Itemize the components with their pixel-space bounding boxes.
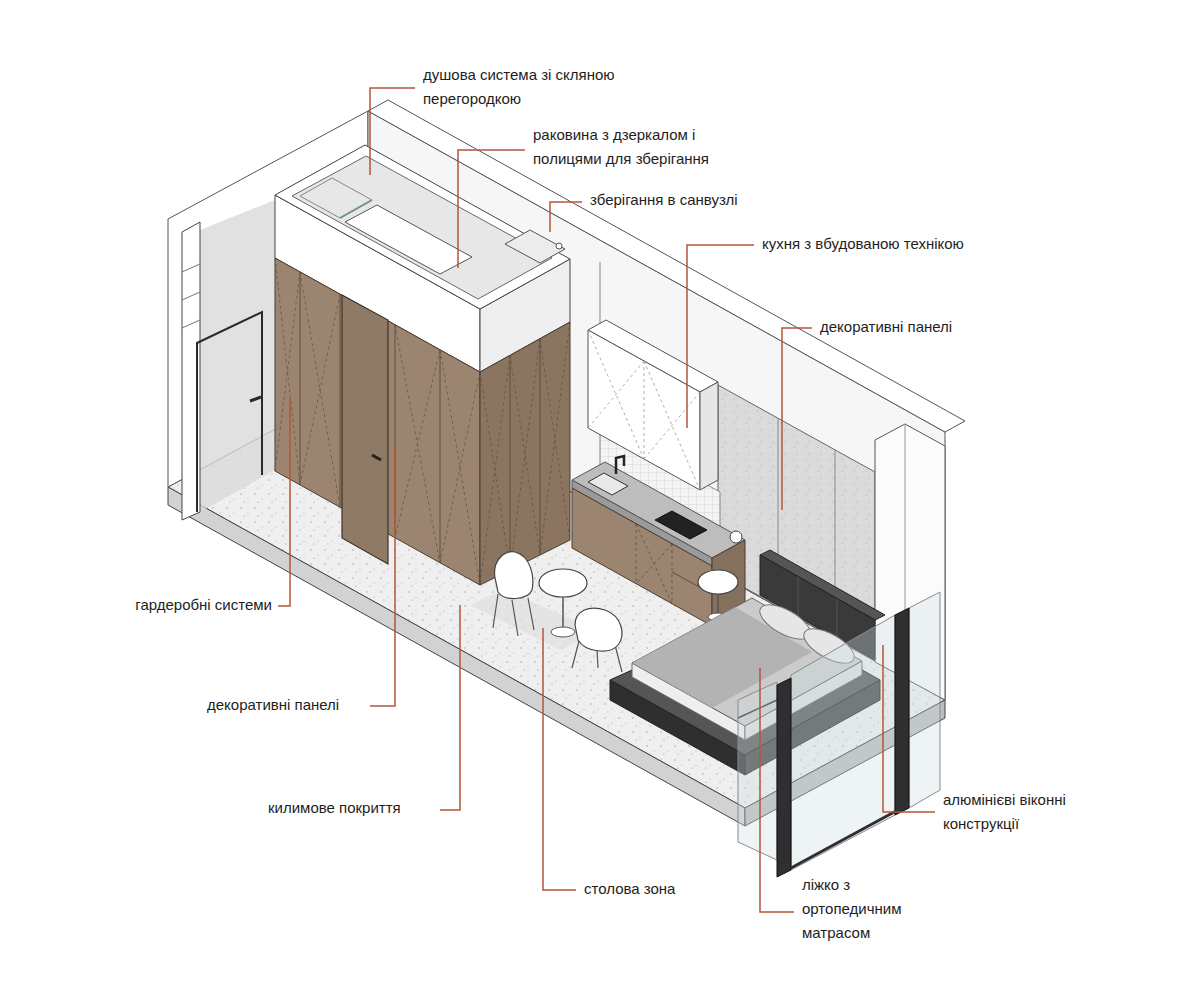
callout-anchor: алюмінієві віконні конструкції xyxy=(943,788,1093,836)
dining-set-part xyxy=(698,570,738,594)
wardrobe-bathroom-block-part xyxy=(342,295,388,564)
callout-anchor: зберігання в санвузлі xyxy=(590,188,738,212)
leader-lines-part xyxy=(278,398,290,606)
dining-set-part xyxy=(717,594,719,615)
wardrobe-bathroom-block-part xyxy=(275,258,570,585)
callout-label: кухня з вбудованою технікою xyxy=(762,232,964,256)
leader-lines-part xyxy=(458,150,525,268)
bathroom-top-view-part xyxy=(345,205,472,274)
callout-anchor: раковина з дзеркалом і полицями для збер… xyxy=(533,123,753,171)
aluminium-window-part xyxy=(791,804,909,868)
aluminium-window-part xyxy=(738,700,777,718)
dining-set-part xyxy=(495,552,533,599)
callout-anchor: декоративні панелі xyxy=(820,315,952,339)
leader-lines-part xyxy=(370,88,415,175)
aluminium-window-part xyxy=(777,678,791,877)
callout-anchor: душова система зі скляною перегородкою xyxy=(423,63,623,111)
callout-label: раковина з дзеркалом і полицями для збер… xyxy=(533,123,753,171)
leader-lines-part xyxy=(782,328,812,510)
leader-lines-part xyxy=(550,202,582,232)
leader-lines-part xyxy=(440,605,460,810)
aluminium-window-part xyxy=(791,615,895,870)
dining-set-part xyxy=(539,569,587,597)
aluminium-window-part xyxy=(909,592,940,808)
wardrobe-bathroom-block-part xyxy=(275,258,480,585)
callout-label: гардеробні системи xyxy=(135,593,272,617)
bathroom-top-view-part xyxy=(275,145,570,309)
callout-label: зберігання в санвузлі xyxy=(590,188,738,212)
kitchen xyxy=(572,320,745,626)
dining-set-part xyxy=(562,597,564,630)
bathroom-top-view-part xyxy=(556,243,562,249)
kitchen-part xyxy=(616,456,624,474)
kitchen-part xyxy=(655,511,707,539)
leader-lines-part xyxy=(687,245,754,428)
dining-set-part xyxy=(575,608,622,651)
callout-anchor: столова зона xyxy=(584,877,675,901)
kitchen-part xyxy=(700,382,718,490)
leader-lines-part xyxy=(543,628,576,890)
entrance-wall-part xyxy=(200,200,275,512)
callout-label: ліжко з ортопедичним матрасом xyxy=(802,873,922,945)
leader-lines-part xyxy=(883,645,935,812)
callout-anchor: килимове покриття xyxy=(268,796,401,820)
wardrobe-bathroom-block-part xyxy=(372,455,381,460)
leader-lines-part xyxy=(760,668,794,912)
kitchen-part xyxy=(636,524,672,604)
bathroom-top-view xyxy=(275,145,570,309)
callout-label: декоративні панелі xyxy=(820,315,952,339)
callout-anchor: декоративні панелі xyxy=(207,693,339,717)
callout-label: душова система зі скляною перегородкою xyxy=(423,63,623,111)
kitchen-part xyxy=(588,473,628,495)
bathroom-top-view-part xyxy=(300,178,372,218)
callout-label: алюмінієві віконні конструкції xyxy=(943,788,1093,836)
dining-set-part xyxy=(493,594,534,636)
aluminium-window xyxy=(738,592,940,877)
entrance-wall-part xyxy=(197,312,262,512)
callout-label: килимове покриття xyxy=(268,796,401,820)
callout-anchor: кухня з вбудованою технікою xyxy=(762,232,964,256)
wardrobe-bathroom-block-part xyxy=(300,272,540,570)
leader-lines-part xyxy=(370,447,395,706)
callout-anchor: гардеробні системи xyxy=(135,593,272,617)
callout-label: столова зона xyxy=(584,877,675,901)
entrance-wall-part xyxy=(182,264,200,328)
back-wall-part xyxy=(600,262,601,330)
leader-lines xyxy=(278,88,935,912)
callout-label: декоративні панелі xyxy=(207,693,339,717)
aluminium-window-part xyxy=(895,608,909,815)
dining-set-part xyxy=(730,531,742,543)
callout-anchor: ліжко з ортопедичним матрасом xyxy=(802,873,922,945)
kitchen-part xyxy=(572,488,712,626)
aluminium-window-part xyxy=(738,682,777,860)
dining-set-part xyxy=(551,627,575,637)
entrance-wall-part xyxy=(250,397,261,401)
bathroom-top-view-part xyxy=(505,230,565,263)
bathroom-top-view-part xyxy=(292,156,552,299)
wardrobe-bathroom-block xyxy=(275,195,570,585)
